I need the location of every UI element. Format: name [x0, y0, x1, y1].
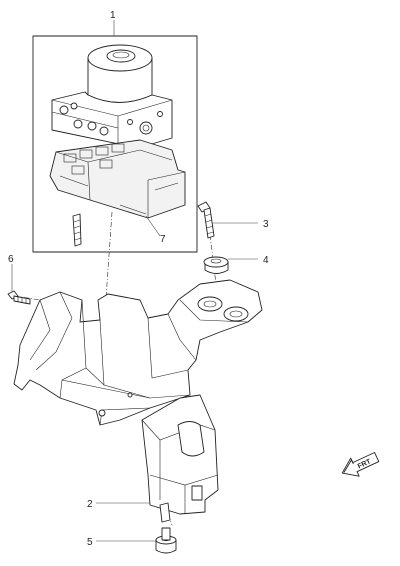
callout-6: 6: [8, 254, 14, 265]
part-3-bolt: [197, 201, 215, 239]
callout-2: 2: [87, 499, 93, 510]
abs-modulator-unit: [49, 44, 186, 219]
part-2-bracket: [141, 394, 219, 523]
part-7-bolt: [72, 213, 82, 247]
callout-1: 1: [110, 10, 116, 21]
callout-7: 7: [160, 234, 166, 245]
callout-3: 3: [263, 219, 269, 230]
subassembly-frame: [32, 35, 198, 253]
part-5-grommet: [155, 527, 177, 554]
front-arrow-icon: FRT: [341, 452, 380, 477]
callout-5: 5: [87, 537, 93, 548]
part-6-bolt: [7, 290, 31, 305]
part-4-grommet: [203, 256, 229, 274]
main-bracket: [13, 279, 263, 426]
callout-4: 4: [263, 255, 269, 266]
leader-7: [145, 215, 161, 237]
